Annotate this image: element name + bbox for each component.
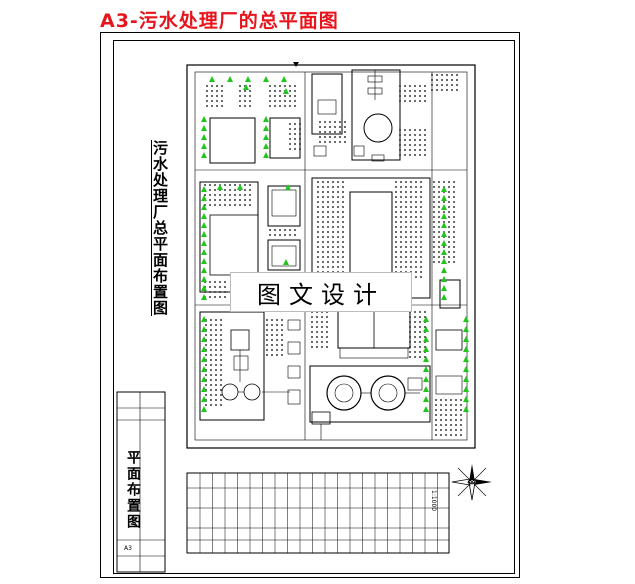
page-title: A3-污水处理厂的总平面图 [100, 10, 339, 32]
drawing-border-outer [100, 32, 520, 578]
building-dosing [439, 279, 461, 309]
tree-markers [201, 76, 469, 412]
drawing-border-inner [113, 40, 515, 574]
clarifier-2 [370, 375, 406, 411]
site-boundary [186, 64, 476, 449]
drawing-title-vertical: 污水处理厂总平面布置图 [151, 140, 169, 316]
building-admin [209, 117, 256, 164]
building-lab [269, 117, 301, 159]
watermark: 图文设计 [230, 272, 412, 312]
building-workshop [311, 73, 343, 135]
legend-table [186, 472, 450, 554]
clarifier-1 [326, 375, 362, 411]
title-block-name: 平面布置图 [125, 450, 141, 530]
site-inner-road [194, 71, 468, 441]
north-arrow-icon [451, 464, 492, 501]
tank-icon [363, 113, 393, 143]
entrance-marker [293, 62, 299, 67]
building-clarifier-area [309, 365, 431, 423]
title-block [116, 391, 166, 573]
building-pump [267, 185, 301, 227]
shrub-pattern [204, 74, 462, 436]
scale-label: 1:1000 [430, 490, 437, 512]
building-grit [199, 311, 265, 421]
building-garage [351, 69, 401, 161]
title-block-label: A3 [124, 545, 132, 552]
